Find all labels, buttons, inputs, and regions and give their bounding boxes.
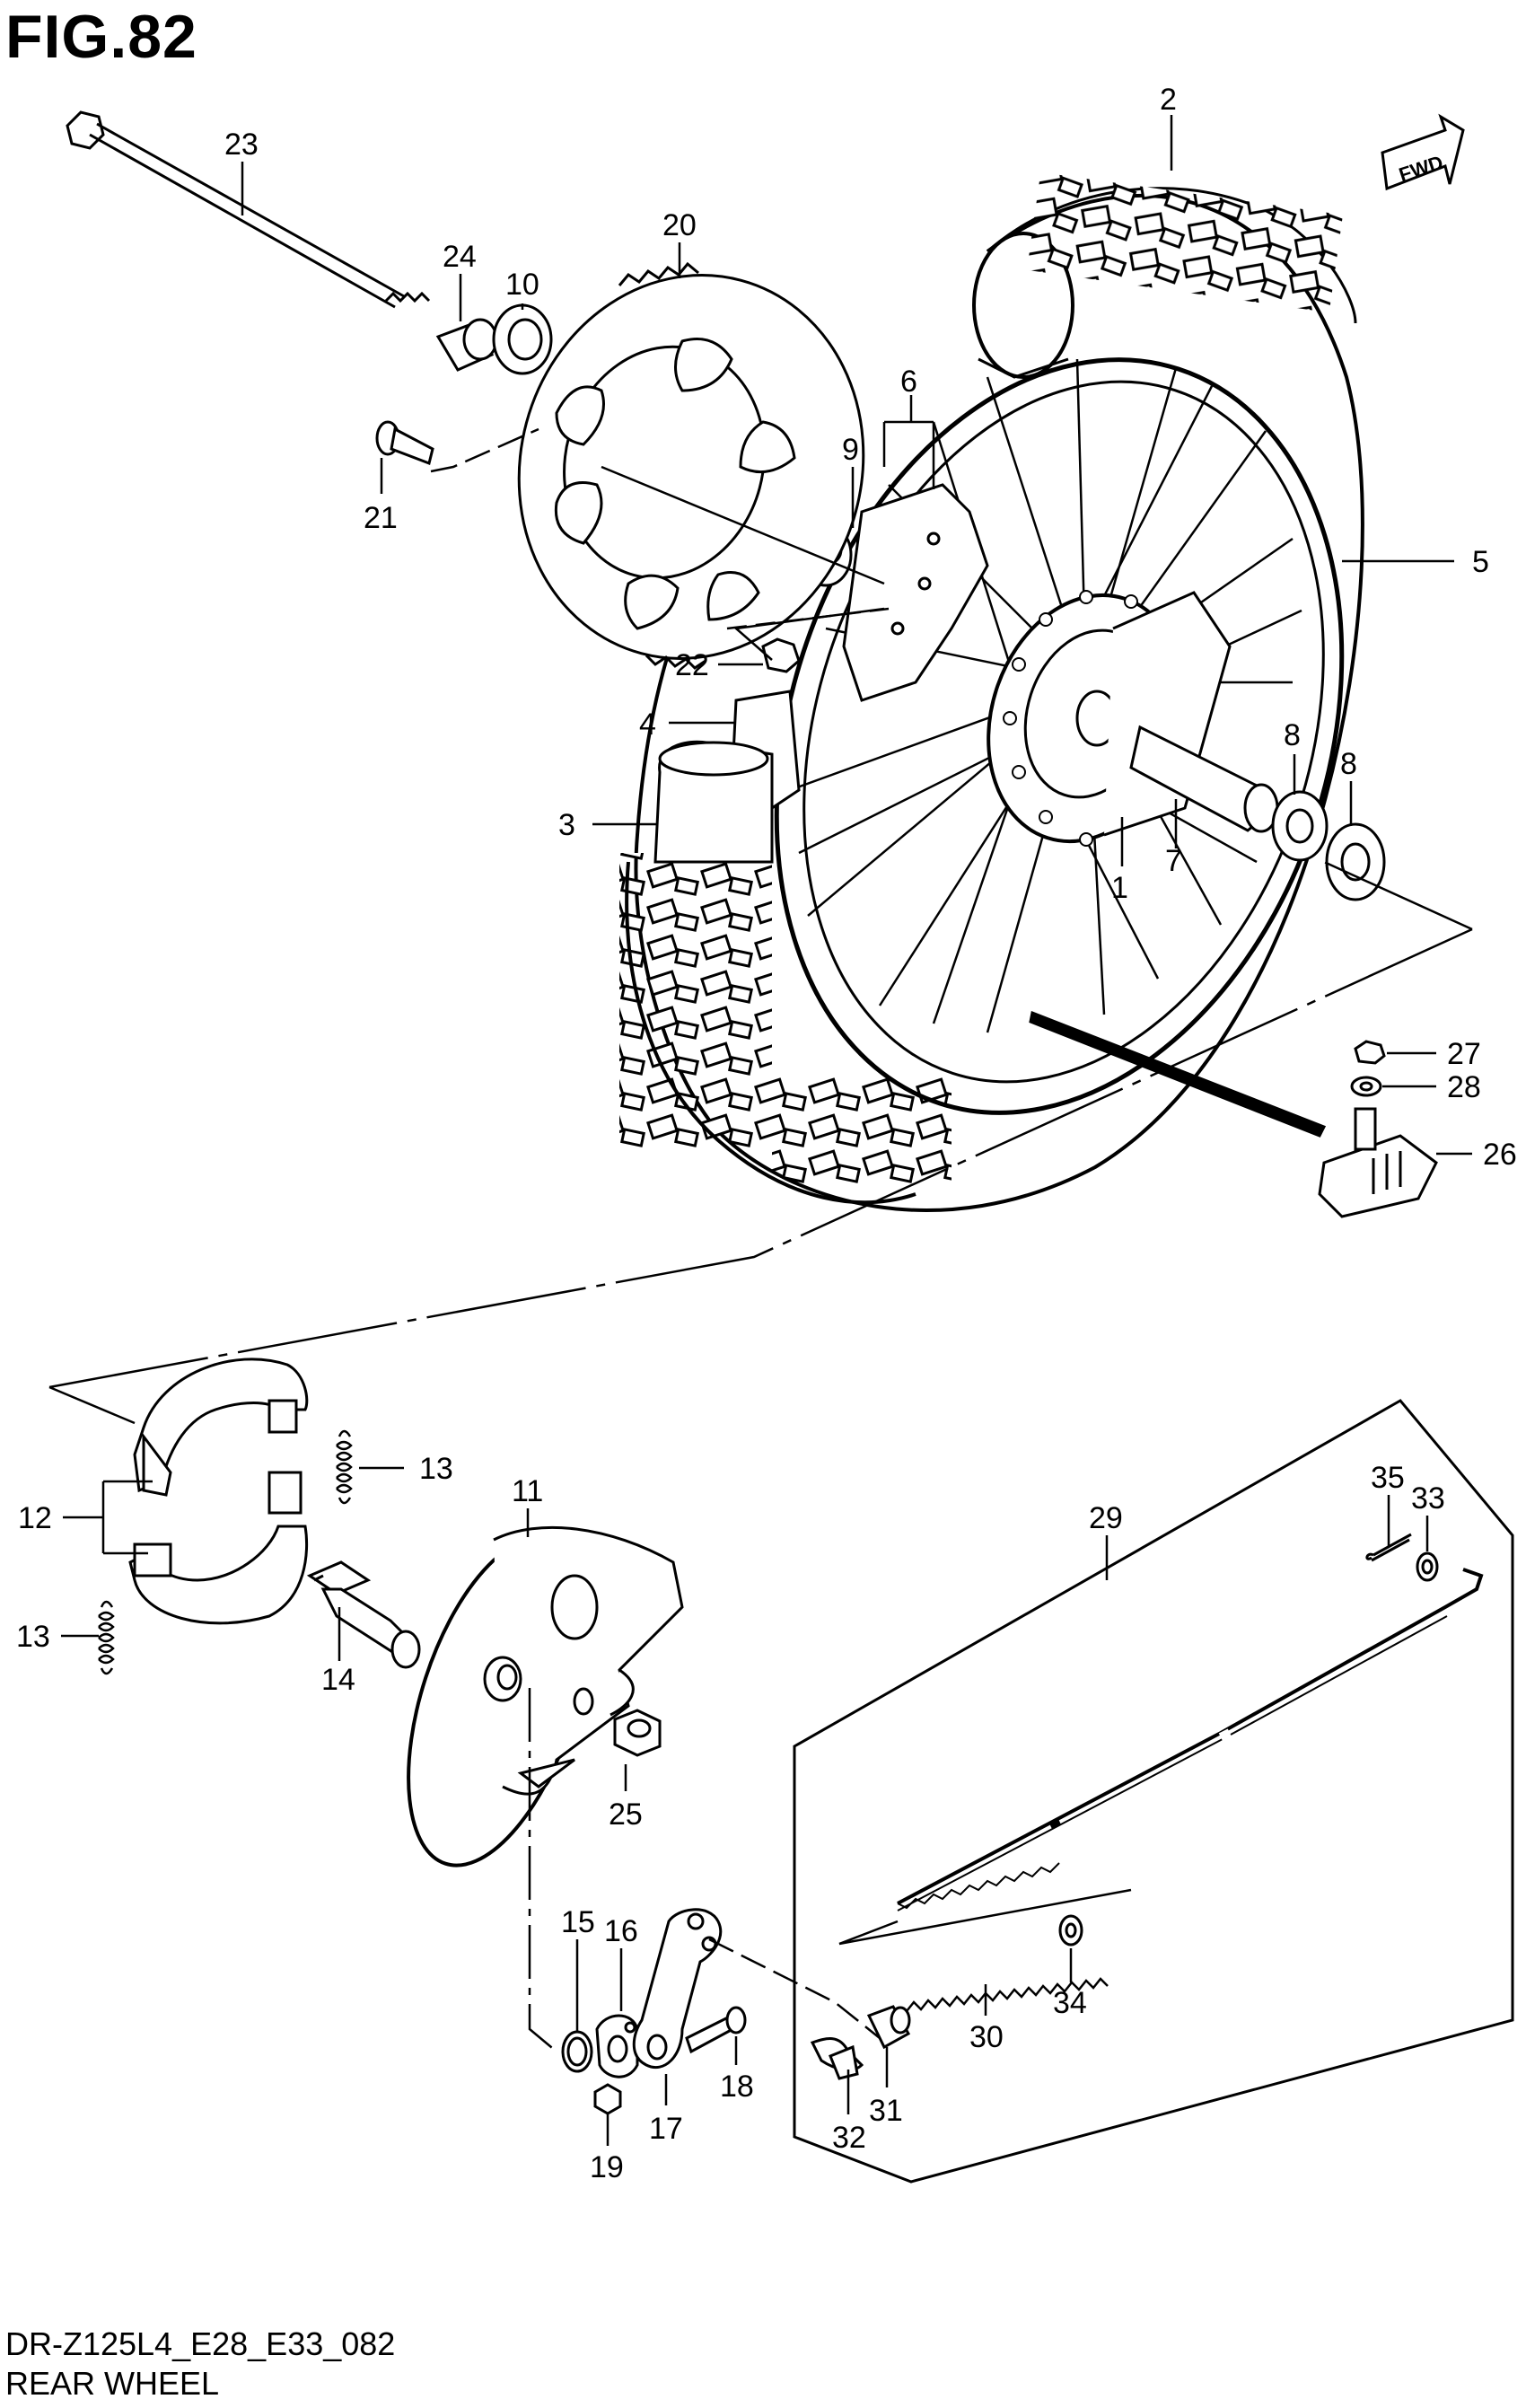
callout-28: 28 — [1447, 1070, 1481, 1104]
callout-17: 17 — [649, 2112, 683, 2146]
callout-15: 15 — [561, 1905, 595, 1939]
sprocket-nut-22 — [761, 637, 801, 673]
callout-21: 21 — [364, 501, 398, 535]
wheel-assembly: FWD — [66, 110, 1465, 1218]
callout-13a: 13 — [419, 1452, 453, 1486]
washer-33 — [1416, 1551, 1439, 1582]
callout-2: 2 — [1160, 83, 1177, 117]
spring-13-upper — [336, 1429, 353, 1505]
callout-18: 18 — [720, 2070, 754, 2104]
callout-30: 30 — [969, 2020, 1004, 2054]
rod-box — [793, 1399, 1514, 2184]
nut-19 — [593, 2083, 622, 2115]
brake-cam-14 — [306, 1560, 421, 1669]
brake-shoe-lower — [128, 1525, 309, 1625]
callout-20: 20 — [662, 208, 697, 242]
callout-25: 25 — [609, 1797, 643, 1832]
brake-rod-29 — [897, 1568, 1484, 1911]
rear-axle — [66, 110, 431, 309]
bolt-18 — [685, 2006, 747, 2054]
callout-8b: 8 — [1340, 747, 1357, 781]
adjust-nut-32 — [810, 2037, 864, 2080]
oil-seal-10 — [492, 303, 553, 375]
callout-7: 7 — [1165, 844, 1182, 878]
callout-24: 24 — [443, 240, 477, 274]
brake-cam-lever-17 — [632, 1908, 722, 2069]
callout-5: 5 — [1472, 545, 1489, 579]
cotter-pin-35 — [1365, 1533, 1412, 1562]
callout-33: 33 — [1411, 1481, 1445, 1516]
callout-10: 10 — [505, 268, 539, 302]
indicator-plate-16 — [595, 2014, 639, 2078]
callout-11: 11 — [512, 1474, 543, 1508]
callout-26: 26 — [1483, 1138, 1517, 1172]
callout-31: 31 — [869, 2094, 903, 2128]
callout-29: 29 — [1089, 1501, 1123, 1535]
callout-23: 23 — [224, 127, 259, 162]
fwd-arrow: FWD — [1381, 113, 1465, 191]
callout-13b: 13 — [16, 1620, 50, 1654]
nut-25 — [613, 1709, 662, 1757]
collar-24 — [435, 318, 498, 372]
brake-panel-11 — [407, 1525, 684, 1868]
callout-1: 1 — [1111, 871, 1128, 905]
figure-title: FIG.82 — [5, 3, 197, 71]
spring-13-lower — [98, 1600, 115, 1675]
callout-4: 4 — [639, 707, 656, 742]
o-ring-15 — [561, 2030, 593, 2073]
brake-assembly — [98, 1358, 1514, 2184]
figure-code: DR-Z125L4_E28_E33_082 — [5, 2325, 396, 2362]
callout-8a: 8 — [1284, 718, 1301, 752]
bearing-right-2 — [1325, 822, 1386, 901]
callout-14: 14 — [321, 1663, 355, 1697]
callout-9: 9 — [842, 433, 859, 467]
callout-3: 3 — [558, 808, 575, 842]
callout-16: 16 — [604, 1914, 638, 1948]
leader-lines — [48, 427, 1473, 1425]
figure-name: REAR WHEEL — [5, 2365, 220, 2402]
callout-12: 12 — [18, 1501, 52, 1535]
nut-27 — [1354, 1040, 1386, 1065]
callout-6: 6 — [900, 365, 917, 399]
callout-34: 34 — [1053, 1986, 1087, 2020]
spring-30 — [906, 1977, 1109, 2012]
callout-22: 22 — [675, 648, 709, 682]
callouts: 1 2 3 4 5 6 7 8 8 9 10 11 — [16, 83, 1517, 2184]
bearing-right-1 — [1271, 790, 1329, 862]
sprocket — [517, 261, 865, 670]
joint-31 — [866, 2005, 911, 2050]
washer-34 — [1058, 1914, 1083, 1947]
callout-35: 35 — [1371, 1461, 1405, 1495]
callout-27: 27 — [1447, 1037, 1481, 1071]
valve-26 — [1318, 1107, 1438, 1218]
washer-28 — [1350, 1076, 1382, 1097]
callout-32: 32 — [832, 2121, 866, 2155]
callout-19: 19 — [590, 2150, 624, 2184]
sprocket-bolt-21 — [375, 420, 434, 466]
